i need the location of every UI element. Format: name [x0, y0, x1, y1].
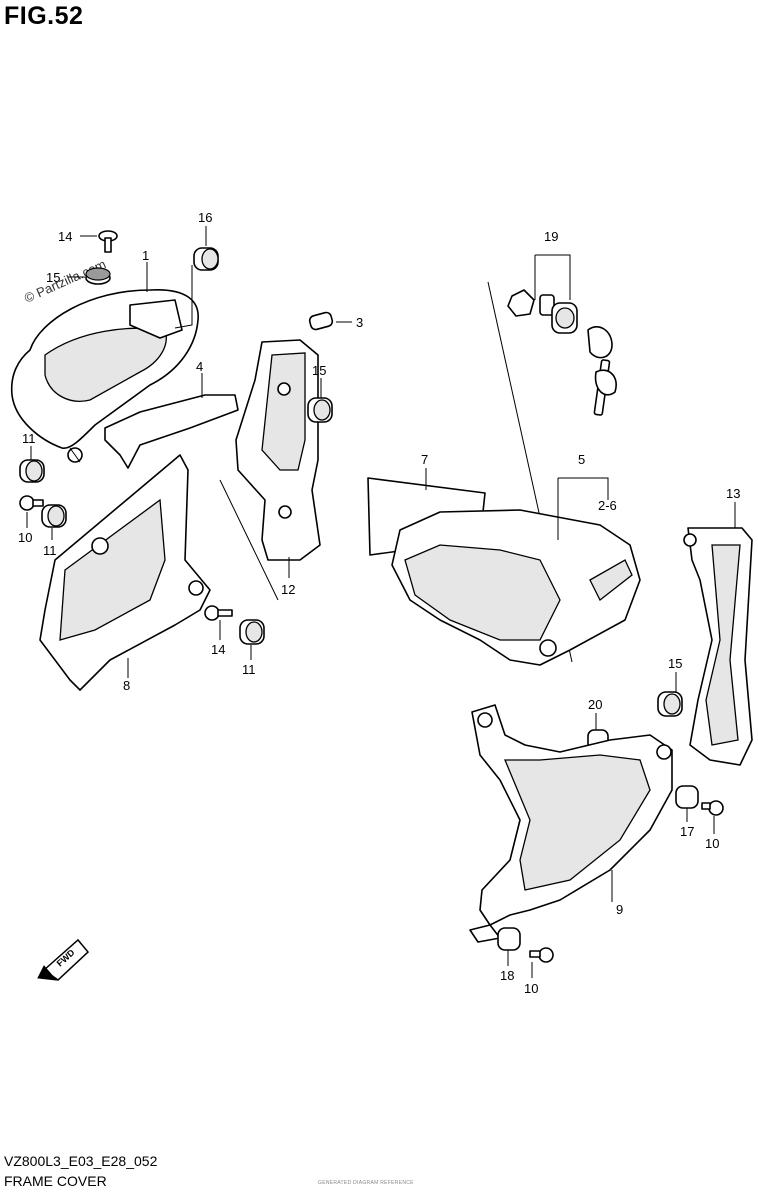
grommet-15-top-part [85, 267, 111, 285]
callout-16: 16 [198, 210, 212, 225]
callout-14-top: 14 [58, 229, 72, 244]
bolt-10-bottom-part [529, 947, 554, 963]
grommet-16-part [193, 247, 219, 271]
callout-18: 18 [500, 968, 514, 983]
model-code: VZ800L3_E03_E28_052 [4, 1153, 158, 1169]
bolt-14-top-part [98, 230, 118, 253]
callout-10-right: 10 [705, 836, 719, 851]
callout-9: 9 [616, 902, 623, 917]
callout-5: 5 [578, 452, 585, 467]
fine-print-text: GENERATED DIAGRAM REFERENCE [318, 1180, 414, 1186]
callout-20: 20 [588, 697, 602, 712]
left-front-cover-part [10, 289, 199, 463]
bolt-10-right-part [701, 800, 724, 816]
callout-3: 3 [356, 315, 363, 330]
callout-12: 12 [281, 582, 295, 597]
callout-17: 17 [680, 824, 694, 839]
bolt-10-left-part [19, 495, 44, 511]
bracket-13-part [683, 527, 753, 766]
callout-7: 7 [421, 452, 428, 467]
side-cover-5-part [391, 509, 641, 666]
callout-13: 13 [726, 486, 740, 501]
grommet-11-left-part [19, 459, 45, 483]
fwd-arrow-icon: FWD [37, 938, 90, 981]
callout-15-mid: 15 [312, 363, 326, 378]
callout-8: 8 [123, 678, 130, 693]
figure-title: FIG.52 [4, 2, 84, 30]
callout-19: 19 [544, 229, 558, 244]
callout-10-left: 10 [18, 530, 32, 545]
callout-11-lower: 11 [242, 662, 256, 677]
callout-14-lower: 14 [211, 642, 225, 657]
grommet-15-middle-part [307, 397, 333, 423]
lower-left-cover-8-part [39, 454, 211, 691]
callout-10-bottom: 10 [524, 981, 538, 996]
grommet-11-lower-part [239, 619, 265, 645]
section-title: FRAME COVER [4, 1173, 107, 1189]
plate-4-part [104, 394, 239, 469]
bracket-12-part [235, 339, 321, 561]
grommet-18-part [497, 927, 521, 951]
lock-set-19-part [507, 289, 617, 416]
grommet-11-mid-part [41, 504, 67, 528]
callout-15-top: 15 [46, 270, 60, 285]
bolt-14-lower-part [204, 605, 233, 621]
callout-15-right: 15 [668, 656, 682, 671]
grommet-15-right-part [657, 691, 683, 717]
callout-2-6: 2-6 [598, 498, 617, 513]
callout-4: 4 [196, 359, 203, 374]
lower-right-cover-9-part [469, 704, 673, 943]
pin-3-part [308, 311, 334, 331]
callout-1: 1 [142, 248, 149, 263]
callout-11-mid: 11 [43, 543, 57, 558]
grommet-17-part [675, 785, 699, 809]
callout-11-left: 11 [22, 431, 36, 446]
leader-lines [26, 226, 736, 978]
